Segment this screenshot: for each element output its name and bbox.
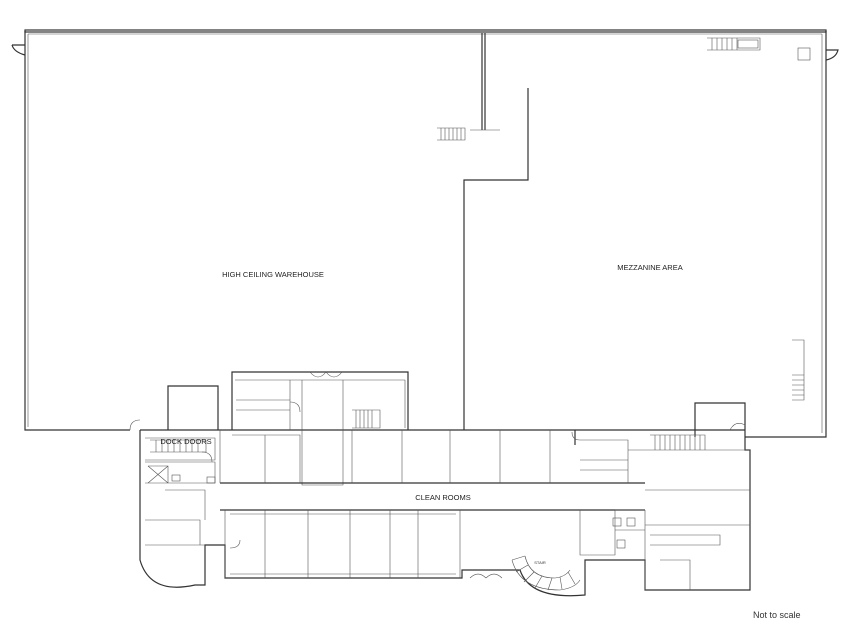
label-mezzanine: MEZZANINE AREA: [617, 263, 682, 272]
mezzanine-partition: [437, 33, 805, 430]
office-block: [129, 371, 751, 597]
label-warehouse: HIGH CEILING WAREHOUSE: [222, 270, 324, 279]
label-stair: STAIR: [534, 560, 546, 565]
label-dock-doors: DOCK DOORS: [160, 437, 211, 446]
warehouse-shell: [11, 29, 839, 438]
label-clean-rooms: CLEAN ROOMS: [415, 493, 470, 502]
scale-note: Not to scale: [753, 610, 801, 620]
